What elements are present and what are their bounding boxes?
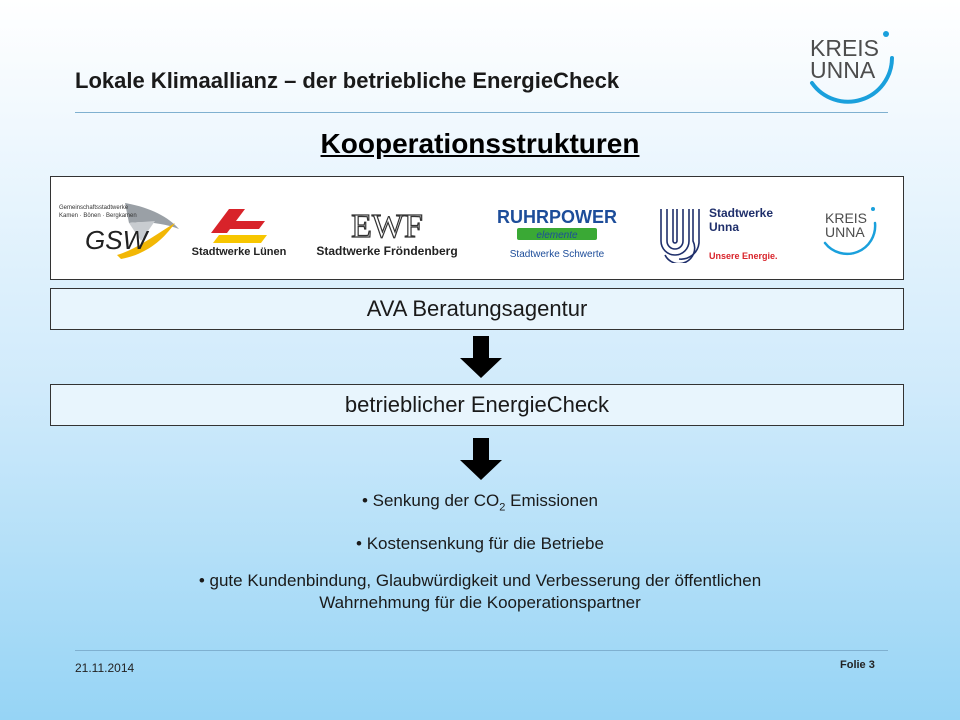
- gsw-small-line2: Kamen · Bönen · Bergkamen: [59, 213, 137, 219]
- energiecheck-box: betrieblicher EnergieCheck: [50, 384, 904, 426]
- froendenberg-name: Stadtwerke Fröndenberg: [316, 244, 457, 258]
- benefit-co2: • Senkung der CO2 Emissionen: [361, 491, 599, 514]
- gsw-name: GSW: [85, 225, 150, 255]
- kreis-unna-logo: KREIS UNNA: [810, 31, 894, 104]
- unna-line1: Stadtwerke: [709, 206, 773, 220]
- partner-logo-strip: Gemeinschaftsstadtwerke Kamen · Bönen · …: [50, 176, 904, 280]
- gsw-logo: Gemeinschaftsstadtwerke Kamen · Bönen · …: [59, 203, 179, 259]
- kreis-logo-line2: UNNA: [810, 57, 876, 83]
- stadtwerke-luenen-logo: Stadtwerke Lünen: [192, 209, 287, 258]
- slide-title: Lokale Klimaallianz – der betriebliche E…: [75, 68, 620, 93]
- page-number: Folie 3: [840, 659, 875, 671]
- unna-slogan: Unsere Energie.: [709, 251, 778, 261]
- ruhrpower-sub: Stadtwerke Schwerte: [510, 249, 605, 260]
- ewf-mark: EWF: [351, 208, 423, 245]
- ruhrpower-logo: RUHRPOWER elemente Stadtwerke Schwerte: [497, 207, 617, 260]
- arrow-down-icon: [460, 336, 502, 378]
- gsw-small-line1: Gemeinschaftsstadtwerke: [59, 205, 129, 211]
- benefit-customers: • gute Kundenbindung, Glaubwürdigkeit un…: [198, 571, 762, 613]
- kreis-unna-small-logo: KREIS UNNA: [823, 207, 877, 256]
- header-divider: [75, 112, 888, 113]
- footer-date: 21.11.2014: [75, 661, 135, 675]
- ruhrpower-band: elemente: [536, 230, 578, 241]
- arrow-down-icon-2: [460, 438, 502, 480]
- kreis-small-line2: UNNA: [825, 224, 865, 240]
- benefits-list: • Senkung der CO2 Emissionen • Kostensen…: [80, 490, 880, 629]
- section-heading: Kooperationsstrukturen: [320, 128, 640, 159]
- agency-box: AVA Beratungsagentur: [50, 288, 904, 330]
- stadtwerke-froendenberg-logo: EWF Stadtwerke Fröndenberg: [316, 207, 457, 258]
- luenen-name: Stadtwerke Lünen: [192, 246, 287, 258]
- stadtwerke-unna-logo: Stadtwerke Unna Unsere Energie.: [660, 206, 778, 263]
- kreis-small-line1: KREIS: [825, 210, 867, 226]
- unna-line2: Unna: [709, 220, 739, 234]
- kreis-logo-line1: KREIS: [810, 35, 879, 61]
- footer-divider: [75, 650, 888, 651]
- benefit-costs: • Kostensenkung für die Betriebe: [356, 534, 604, 554]
- ruhrpower-name: RUHRPOWER: [497, 207, 617, 227]
